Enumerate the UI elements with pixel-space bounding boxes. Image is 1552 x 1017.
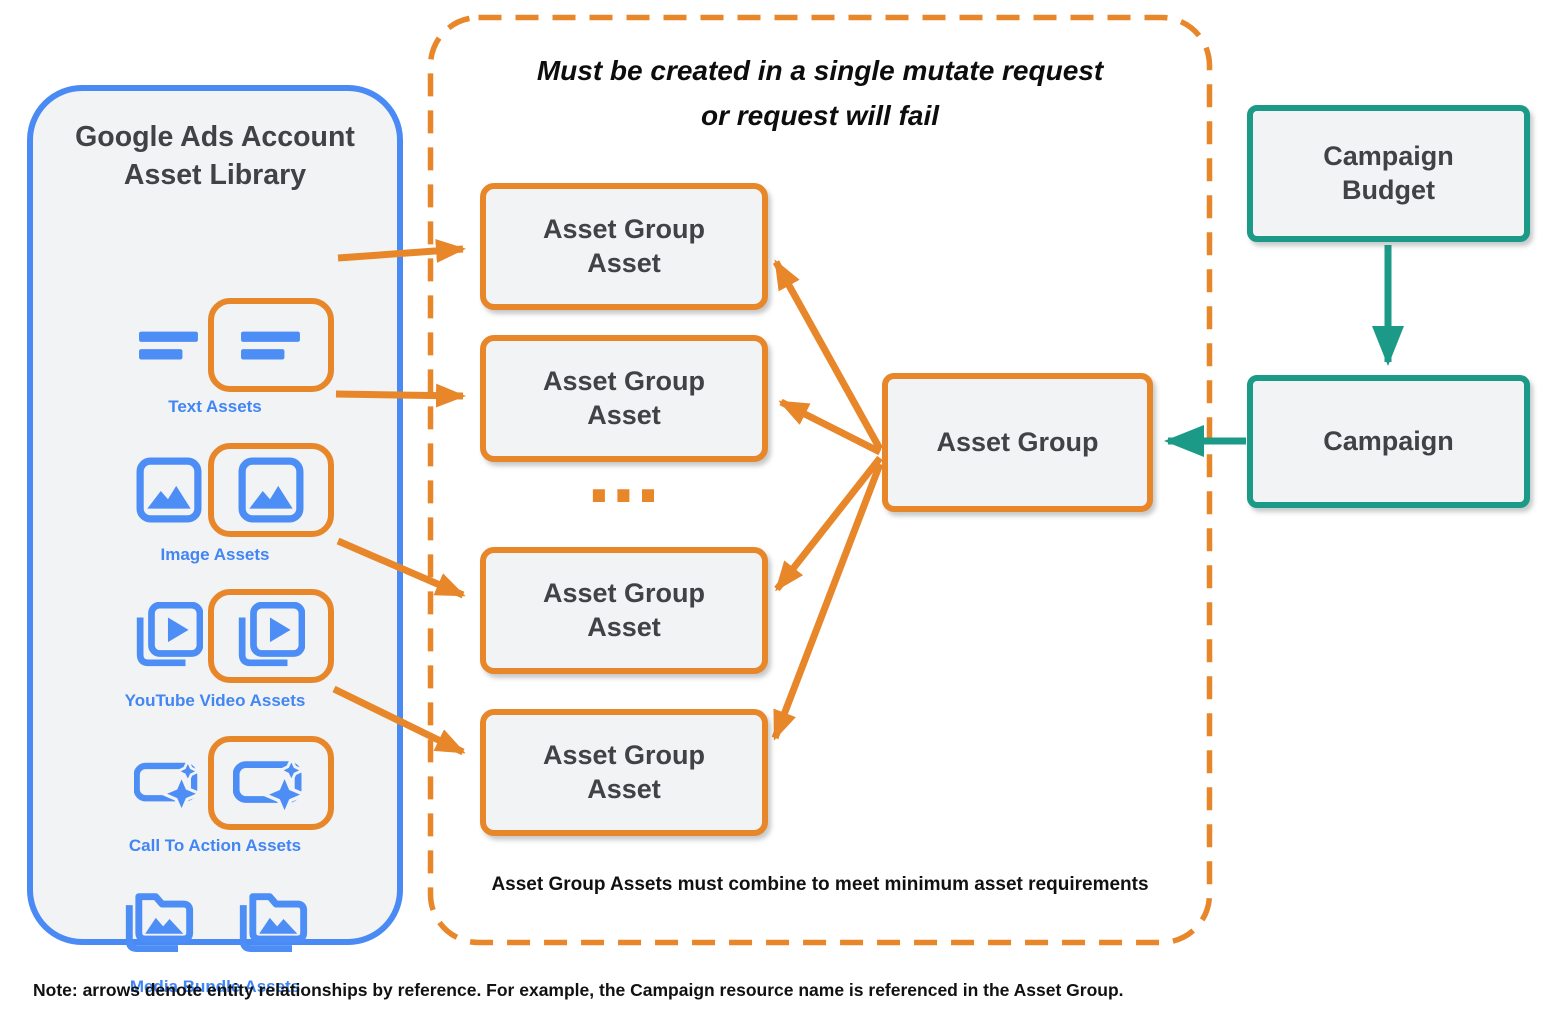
asset-group-asset-box-1: Asset Group Asset xyxy=(480,183,768,310)
asset-group-asset-box-2: Asset Group Asset xyxy=(480,335,768,462)
youtube-assets-row xyxy=(134,589,334,683)
asset-library-title: Google Ads Account Asset Library xyxy=(75,121,355,191)
asset-group-box: Asset Group xyxy=(882,373,1153,512)
image-asset-icon xyxy=(238,457,304,523)
youtube-assets-label: YouTube Video Assets xyxy=(124,691,306,710)
cta-assets-label: Call To Action Assets xyxy=(128,836,302,855)
text-assets-row xyxy=(134,298,334,392)
asset-library-panel: Google Ads Account Asset Library Text As… xyxy=(27,85,403,996)
cta-asset-highlight-box xyxy=(208,736,334,830)
mutate-request-footnote: Asset Group Assets must combine to meet … xyxy=(491,874,1149,895)
ellipsis-dots: ... xyxy=(587,426,661,521)
media-bundle-assets-label: Media Bundle Assets xyxy=(129,977,301,996)
media-bundle-assets-row xyxy=(112,873,322,967)
youtube-video-asset-icon xyxy=(238,602,305,667)
text-asset-highlight-box xyxy=(208,298,334,392)
campaign-box: Campaign xyxy=(1247,375,1530,508)
media-bundle-asset-icon xyxy=(125,893,194,953)
text-asset-icon xyxy=(139,331,198,360)
call-to-action-asset-icon xyxy=(233,755,309,813)
asset-group-asset-box-3: Asset Group Asset xyxy=(480,547,768,674)
youtube-video-asset-icon xyxy=(136,602,203,667)
image-assets-row xyxy=(134,443,334,537)
text-asset-icon xyxy=(241,331,300,360)
reference-note: Note: arrows denote entity relationships… xyxy=(33,980,1124,1000)
mutate-request-title: Must be created in a single mutate reque… xyxy=(536,55,1104,132)
image-asset-icon xyxy=(136,457,202,523)
image-asset-highlight-box xyxy=(208,443,334,537)
text-assets-label: Text Assets xyxy=(168,397,262,416)
media-bundle-asset-icon xyxy=(239,893,308,953)
image-assets-label: Image Assets xyxy=(160,545,270,564)
call-to-action-asset-icon xyxy=(134,757,204,813)
youtube-asset-highlight-box xyxy=(208,589,334,683)
asset-group-asset-box-4: Asset Group Asset xyxy=(480,709,768,836)
cta-assets-row xyxy=(134,736,334,830)
campaign-budget-box: Campaign Budget xyxy=(1247,105,1530,242)
